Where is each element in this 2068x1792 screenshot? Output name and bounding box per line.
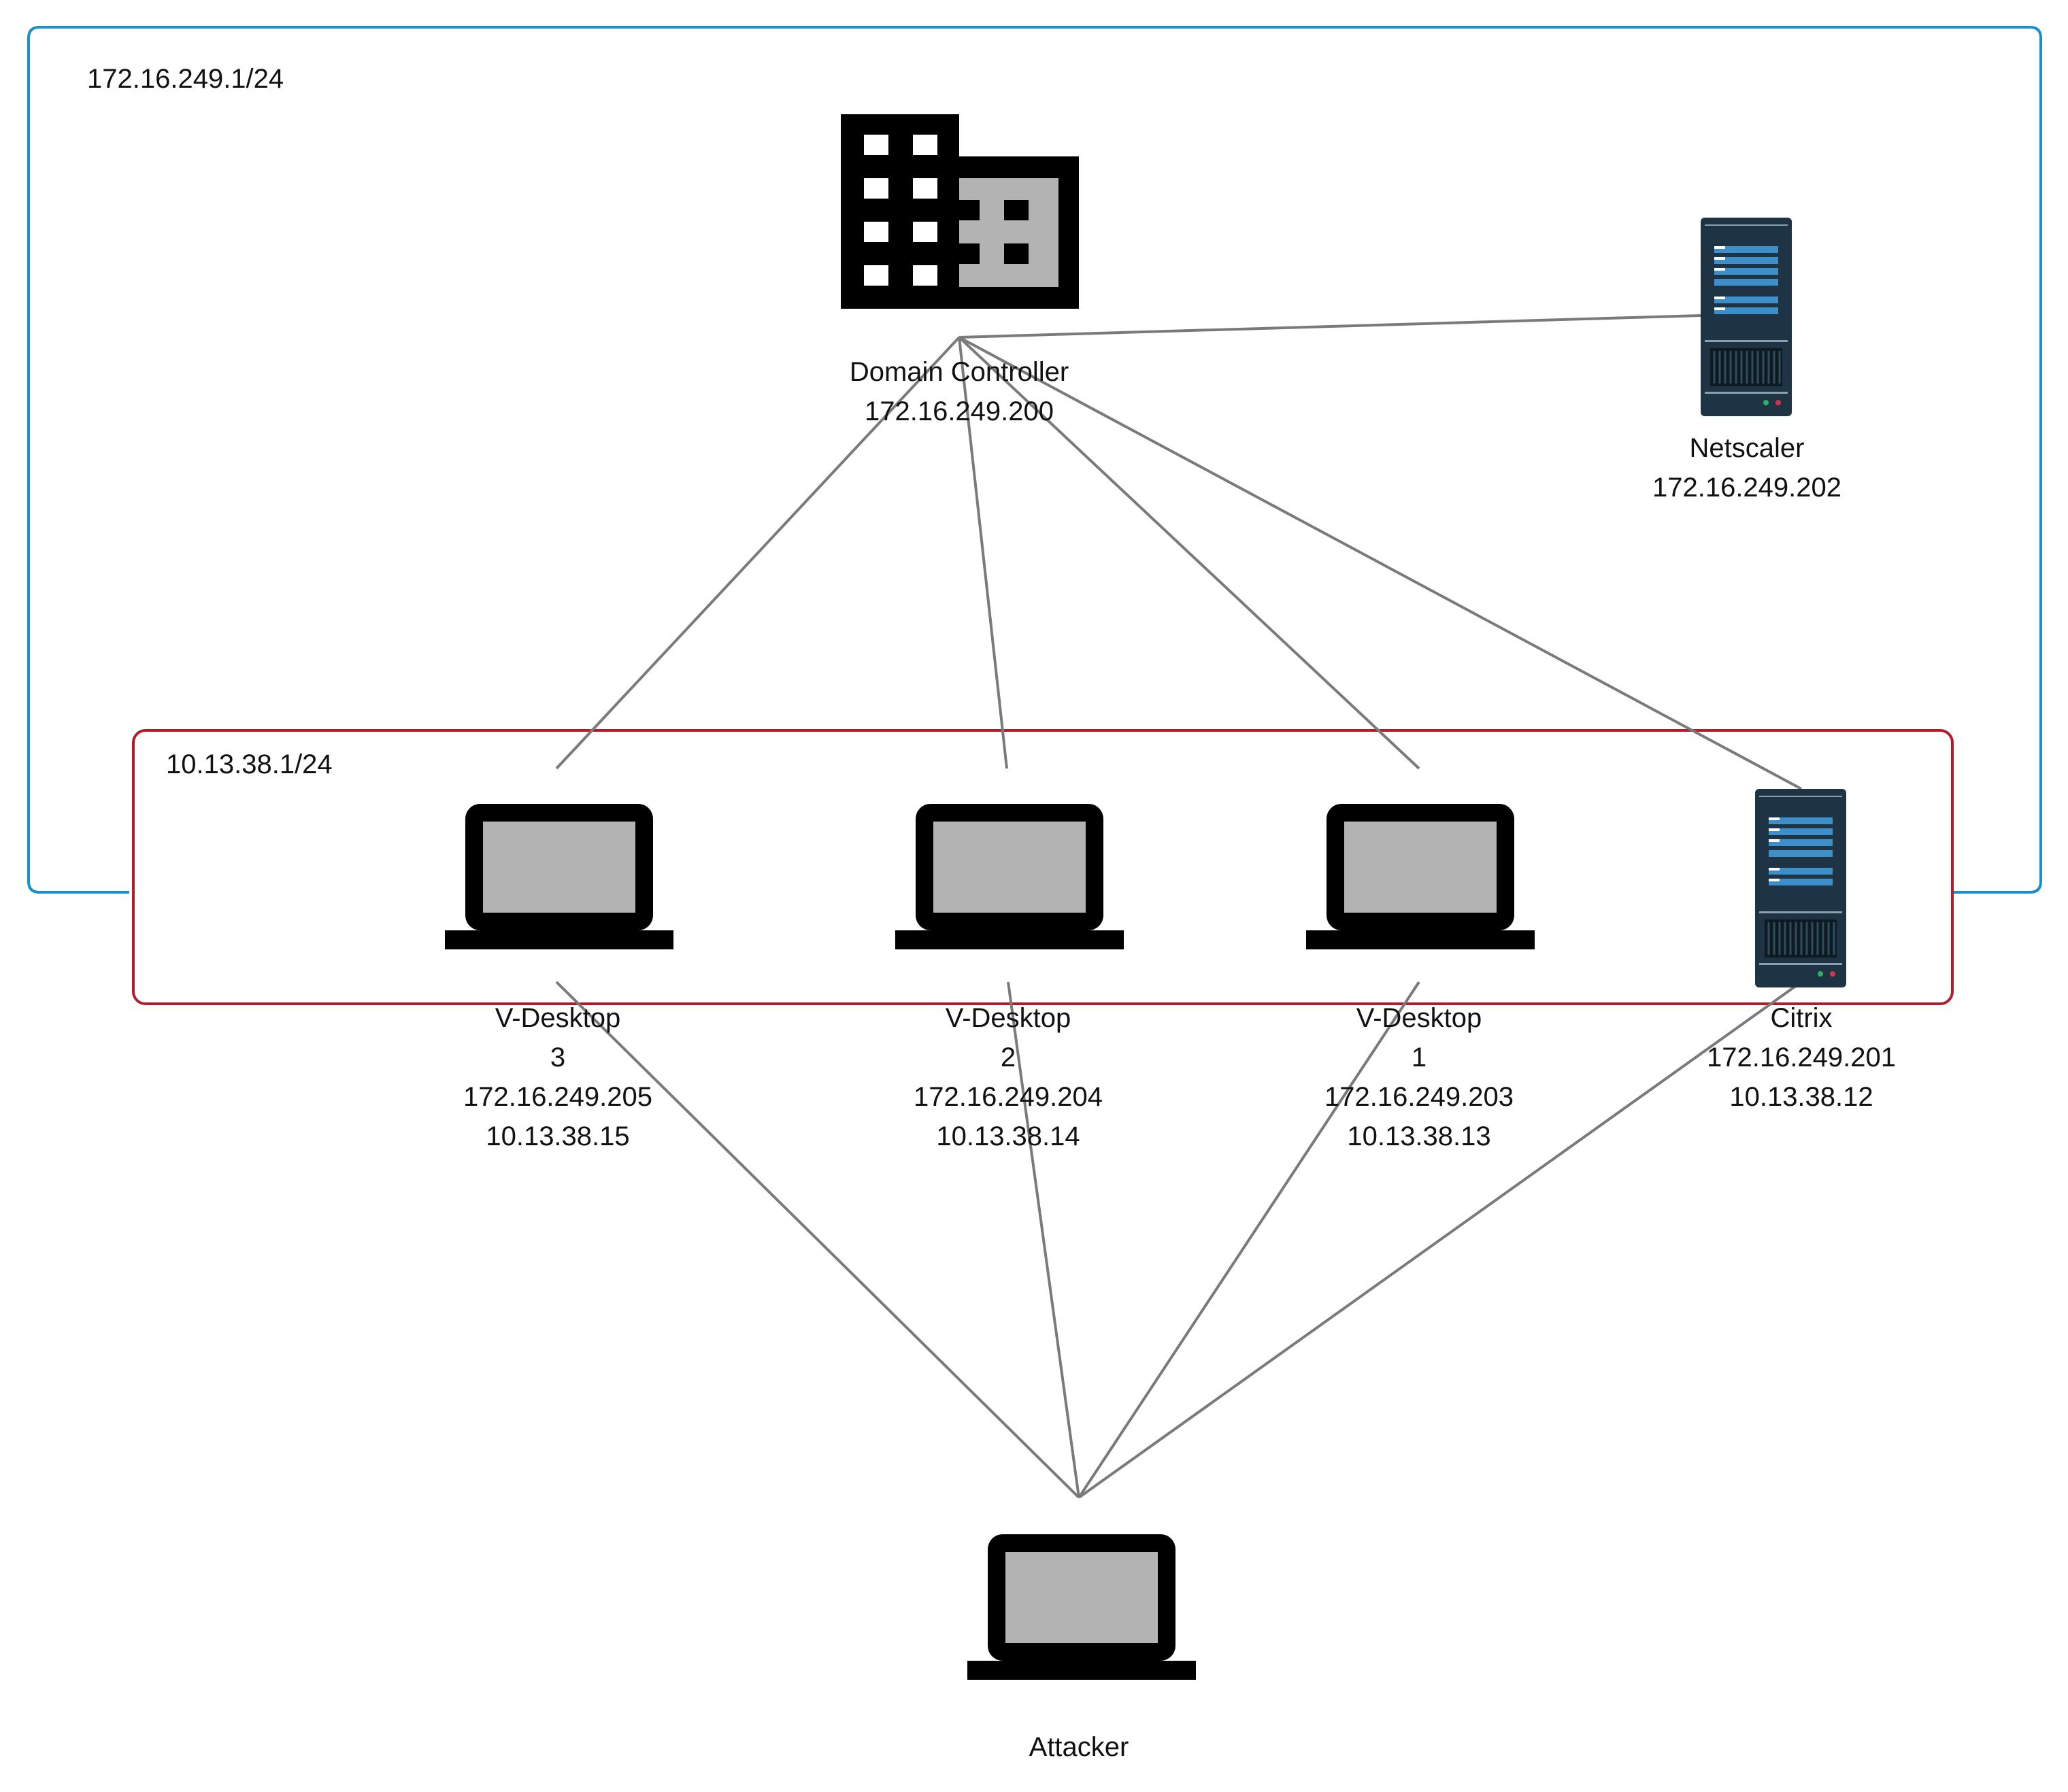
laptop-icon xyxy=(445,804,673,949)
edge-attacker-vdesktop-2 xyxy=(1007,981,1080,1498)
outer-network-label: 172.16.249.1/24 xyxy=(87,64,284,94)
inner-network-label: 10.13.38.1/24 xyxy=(166,749,333,779)
node-ip: 172.16.249.202 xyxy=(1652,473,1842,503)
building-icon xyxy=(841,114,1079,309)
node-ip-secondary: 10.13.38.13 xyxy=(1347,1121,1491,1151)
edge-dc-citrix xyxy=(958,336,1802,790)
node-number: 3 xyxy=(550,1043,566,1072)
node-name: V-Desktop xyxy=(945,1003,1071,1033)
edge-dc-netscaler xyxy=(958,314,1701,339)
node-number: 1 xyxy=(1411,1043,1427,1072)
laptop-icon xyxy=(967,1534,1196,1680)
node-label-netscaler: Netscaler 172.16.249.202 xyxy=(1652,428,1841,507)
node-name: Citrix xyxy=(1770,1003,1833,1033)
outer-network-boundary xyxy=(27,26,2042,894)
inner-network-boundary xyxy=(132,729,1954,1005)
laptop-icon xyxy=(895,804,1124,949)
node-ip: 172.16.249.204 xyxy=(913,1082,1103,1112)
node-name: V-Desktop xyxy=(1356,1003,1482,1033)
node-name: Attacker xyxy=(1029,1732,1129,1762)
edge-dc-vdesktop-3 xyxy=(555,336,961,770)
node-label-vdesktop-3: V-Desktop 3 172.16.249.205 10.13.38.15 xyxy=(463,998,652,1156)
edge-attacker-vdesktop-3 xyxy=(555,981,1080,1499)
node-label-citrix: Citrix 172.16.249.201 10.13.38.12 xyxy=(1707,998,1896,1117)
node-ip-secondary: 10.13.38.15 xyxy=(486,1121,630,1151)
node-label-vdesktop-2: V-Desktop 2 172.16.249.204 10.13.38.14 xyxy=(914,998,1103,1156)
node-number: 2 xyxy=(1000,1043,1016,1072)
node-label-domain-controller: Domain Controller 172.16.249.200 xyxy=(850,352,1069,431)
edge-attacker-vdesktop-1 xyxy=(1078,981,1420,1499)
edge-dc-vdesktop-1 xyxy=(958,336,1420,770)
node-ip-secondary: 10.13.38.12 xyxy=(1729,1082,1873,1112)
node-name: Netscaler xyxy=(1689,433,1805,463)
server-icon xyxy=(1754,788,1848,989)
server-icon xyxy=(1699,216,1793,418)
node-ip-secondary: 10.13.38.14 xyxy=(936,1121,1080,1151)
node-label-attacker: Attacker xyxy=(1029,1727,1129,1767)
edge-attacker-citrix xyxy=(1078,981,1803,1499)
node-ip: 172.16.249.205 xyxy=(463,1082,653,1112)
node-name: Domain Controller xyxy=(849,357,1069,387)
node-label-vdesktop-1: V-Desktop 1 172.16.249.203 10.13.38.13 xyxy=(1324,998,1514,1156)
node-name: V-Desktop xyxy=(495,1003,621,1033)
node-ip: 172.16.249.203 xyxy=(1324,1082,1514,1112)
laptop-icon xyxy=(1306,804,1535,949)
node-ip: 172.16.249.201 xyxy=(1706,1043,1897,1072)
edge-dc-vdesktop-2 xyxy=(958,337,1008,769)
node-ip: 172.16.249.200 xyxy=(864,396,1054,426)
